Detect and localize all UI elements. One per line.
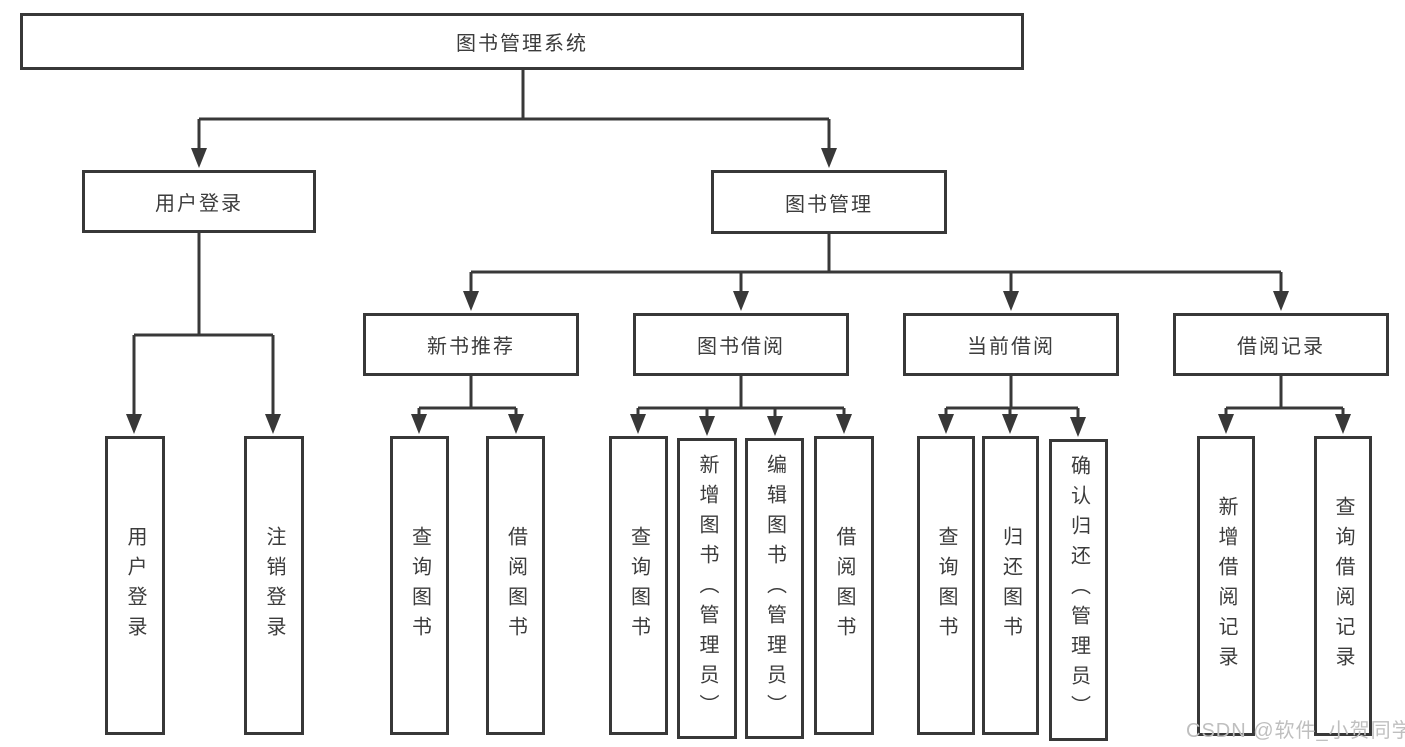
node-user-login-leaf: 用户登录	[105, 436, 165, 735]
node-label: 查询借阅记录	[1332, 496, 1354, 676]
node-label: 查询图书	[935, 525, 957, 646]
node-query-books-2: 查询图书	[609, 436, 668, 735]
node-label: 借阅图书	[833, 525, 855, 646]
node-label: 用户登录	[124, 525, 146, 646]
node-borrow-records: 借阅记录	[1173, 313, 1389, 376]
node-label: 编辑图书（管理员）	[763, 453, 786, 724]
node-add-borrow-record: 新增借阅记录	[1197, 436, 1255, 736]
connector-book-borrow-children	[630, 376, 852, 436]
node-query-borrow-record: 查询借阅记录	[1314, 436, 1372, 736]
node-label: 图书借阅	[697, 336, 785, 358]
node-label: 查询图书	[408, 525, 431, 646]
node-confirm-return-admin: 确认归还（管理员）	[1049, 439, 1108, 741]
node-label: 当前借阅	[967, 336, 1055, 358]
node-new-book-recommend: 新书推荐	[363, 313, 579, 376]
node-label: 用户登录	[155, 193, 243, 215]
node-label: 借阅记录	[1237, 336, 1325, 358]
connector-borrow-record-children	[1218, 376, 1351, 434]
node-edit-books-admin: 编辑图书（管理员）	[745, 438, 804, 739]
node-label: 借阅图书	[504, 525, 527, 646]
node-label: 查询图书	[627, 525, 650, 646]
node-user-login: 用户登录	[82, 170, 316, 233]
node-library-management-system: 图书管理系统	[20, 13, 1024, 70]
node-label: 注销登录	[263, 525, 285, 646]
node-borrow-books-2: 借阅图书	[814, 436, 874, 735]
node-label: 新书推荐	[427, 336, 515, 358]
node-book-management: 图书管理	[711, 170, 947, 234]
node-label: 图书管理系统	[456, 33, 588, 55]
connector-user-login-children	[126, 233, 281, 434]
node-label: 图书管理	[785, 193, 873, 216]
node-logout: 注销登录	[244, 436, 304, 735]
node-book-borrowing: 图书借阅	[633, 313, 849, 376]
node-query-books-1: 查询图书	[390, 436, 449, 735]
node-label: 确认归还（管理员）	[1067, 455, 1090, 725]
connector-book-mgmt-children	[463, 234, 1289, 311]
watermark: CSDN @软件_小贺同学	[1186, 720, 1405, 742]
connector-root-to-level2	[191, 70, 837, 168]
node-label: 新增图书（管理员）	[696, 453, 718, 724]
node-query-books-3: 查询图书	[917, 436, 975, 735]
node-label: 新增借阅记录	[1215, 496, 1237, 676]
node-return-books: 归还图书	[982, 436, 1039, 735]
connector-new-books-children	[411, 376, 524, 434]
connector-current-borrow-children	[938, 376, 1086, 437]
node-current-borrowing: 当前借阅	[903, 313, 1119, 376]
node-label: 归还图书	[999, 525, 1022, 646]
node-borrow-books-1: 借阅图书	[486, 436, 545, 735]
node-add-books-admin: 新增图书（管理员）	[677, 438, 737, 739]
